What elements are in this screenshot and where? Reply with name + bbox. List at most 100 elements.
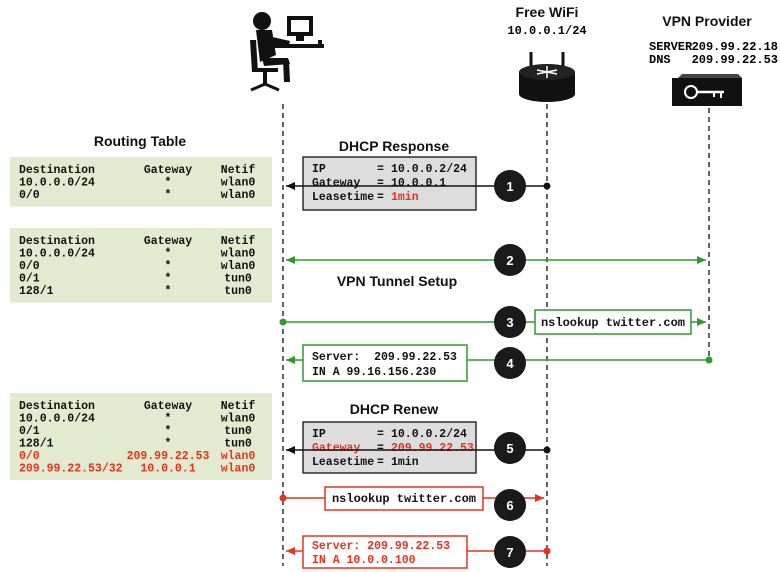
vpn-title: VPN Provider bbox=[662, 13, 752, 29]
step-badge-5: 5 bbox=[494, 432, 526, 464]
routing-table-cell: 209.99.22.53 bbox=[127, 450, 210, 463]
message-reply-vpn-line2: IN A 99.16.156.230 bbox=[312, 366, 436, 379]
dhcp-field-value: 1min bbox=[391, 191, 419, 204]
routing-table-header-cell: Netif bbox=[221, 164, 256, 177]
dhcp-field-value: 1min bbox=[391, 456, 419, 469]
dhcp-field-equals: = bbox=[377, 428, 384, 441]
dhcp-field-value: 209.99.22.53 bbox=[391, 442, 474, 455]
message-nslookup-wifi: nslookup twitter.com bbox=[324, 486, 484, 511]
message-reply-wifi: Server: 209.99.22.53 IN A 10.0.0.100 bbox=[302, 535, 468, 569]
routing-table-background bbox=[10, 393, 272, 480]
routing-table-header-cell: Gateway bbox=[144, 235, 192, 248]
routing-table-cell: 10.0.0.0/24 bbox=[19, 248, 95, 261]
step-2-label: 2 bbox=[506, 253, 513, 268]
step-badge-2: 2 bbox=[494, 244, 526, 276]
step-1-label: 1 bbox=[506, 179, 513, 194]
dhcp-field-value: 10.0.0.2/24 bbox=[391, 163, 467, 176]
wifi-address: 10.0.0.1/24 bbox=[507, 24, 586, 38]
dhcp-field-key: Gateway bbox=[312, 177, 360, 190]
vpn-server-label: SERVER bbox=[649, 40, 693, 54]
vpn-dns-label: DNS bbox=[649, 53, 671, 67]
dhcp-field-key: IP bbox=[312, 428, 326, 441]
routing-table-row: 10.0.0.0/24*wlan0 bbox=[19, 413, 255, 426]
routing-table-cell: wlan0 bbox=[221, 260, 256, 273]
routing-table-cell: wlan0 bbox=[221, 248, 256, 261]
step-6-label: 6 bbox=[506, 498, 513, 513]
routing-table-cell: tun0 bbox=[224, 285, 252, 298]
arrow-nslookup-vpn-origin bbox=[279, 318, 287, 326]
routing-table-cell: 128/1 bbox=[19, 285, 54, 298]
routing-table-cell: 0/1 bbox=[19, 425, 40, 438]
routing-table-cell: wlan0 bbox=[221, 450, 256, 463]
dhcp-field-key: Leasetime bbox=[312, 191, 374, 204]
routing-table-header-cell: Destination bbox=[19, 164, 95, 177]
step-5-label: 5 bbox=[506, 441, 513, 456]
message-reply-vpn: Server: 209.99.22.53 IN A 99.16.156.230 bbox=[302, 344, 468, 382]
dhcp-field-equals: = bbox=[377, 191, 384, 204]
routing-table-header-cell: Gateway bbox=[144, 164, 192, 177]
routing-table-cell: wlan0 bbox=[221, 463, 256, 476]
user-at-computer-icon bbox=[250, 12, 324, 92]
message-reply-wifi-line1: Server: 209.99.22.53 bbox=[312, 540, 450, 553]
routing-table-header-cell: Gateway bbox=[144, 400, 192, 413]
dhcp-field-value: 10.0.0.1 bbox=[391, 177, 446, 190]
message-nslookup-vpn-text: nslookup twitter.com bbox=[541, 316, 685, 330]
routing-table-cell: * bbox=[165, 438, 172, 451]
routing-table-row: 0/1*tun0 bbox=[19, 425, 252, 438]
step-3-label: 3 bbox=[506, 315, 513, 330]
arrow-dhcp-renew-origin bbox=[543, 446, 551, 454]
routing-table-cell: 128/1 bbox=[19, 438, 54, 451]
routing-table-cell: tun0 bbox=[224, 425, 252, 438]
routing-table-cell: * bbox=[165, 285, 172, 298]
routing-table-cell: 10.0.0.0/24 bbox=[19, 413, 95, 426]
step-badge-3: 3 bbox=[494, 306, 526, 338]
routing-table-cell: * bbox=[165, 177, 172, 190]
dhcp-field-key: Gateway bbox=[312, 442, 360, 455]
vpn-box-icon bbox=[672, 74, 742, 106]
routing-table-header-cell: Netif bbox=[221, 235, 256, 248]
wifi-title: Free WiFi bbox=[516, 4, 579, 20]
routing-table-row: 0/1*tun0 bbox=[19, 273, 252, 286]
arrow-dhcp-response-origin bbox=[543, 182, 551, 190]
routing-table-background bbox=[10, 228, 272, 303]
routing-table-title: Routing Table bbox=[94, 133, 186, 149]
routing-table-row: 10.0.0.0/24*wlan0 bbox=[19, 248, 255, 261]
router-icon bbox=[519, 52, 575, 102]
message-nslookup-vpn: nslookup twitter.com bbox=[534, 309, 692, 335]
dhcp-field-value: 10.0.0.2/24 bbox=[391, 428, 467, 441]
vpn-dns-ip: 209.99.22.53 bbox=[692, 53, 778, 67]
dhcp-boxes: IP=10.0.0.2/24Gateway=10.0.0.1Leasetime=… bbox=[302, 156, 477, 474]
routing-table-header-cell: Destination bbox=[19, 235, 95, 248]
routing-table-cell: wlan0 bbox=[221, 413, 256, 426]
routing-table-row: 0/0 209.99.22.53 wlan0 bbox=[19, 450, 255, 463]
message-reply-wifi-line2: IN A 10.0.0.100 bbox=[312, 554, 416, 567]
step-badge-4: 4 bbox=[494, 347, 526, 379]
step-7-label: 7 bbox=[506, 545, 513, 560]
vpn-tunnel-setup-title: VPN Tunnel Setup bbox=[337, 273, 457, 289]
routing-table-background bbox=[10, 157, 272, 207]
dhcp-field-equals: = bbox=[377, 442, 384, 455]
routing-table-cell: wlan0 bbox=[221, 177, 256, 190]
routing-table-row: 128/1 * tun0 bbox=[19, 285, 252, 298]
routing-table-cell: * bbox=[165, 189, 172, 202]
arrow-reply-wifi-origin bbox=[543, 547, 551, 555]
dhcp-response-title: DHCP Response bbox=[339, 138, 449, 154]
routing-table-cell: 10.0.0.1 bbox=[140, 463, 195, 476]
step-badge-1: 1 bbox=[494, 170, 526, 202]
routing-table-cell: 0/0 bbox=[19, 189, 40, 202]
routing-table-cell: tun0 bbox=[224, 438, 252, 451]
dhcp-response-box: IP=10.0.0.2/24Gateway=10.0.0.1Leasetime=… bbox=[302, 156, 477, 211]
dhcp-field-equals: = bbox=[377, 456, 384, 469]
dhcp-field-key: IP bbox=[312, 163, 326, 176]
routing-table-header-cell: Destination bbox=[19, 400, 95, 413]
routing-table-cell: wlan0 bbox=[221, 189, 256, 202]
routing-table-cell: 0/0 bbox=[19, 450, 40, 463]
routing-table-row: 10.0.0.0/24*wlan0 bbox=[19, 177, 255, 190]
step-badge-6: 6 bbox=[494, 489, 526, 521]
routing-table-row: 0/0*wlan0 bbox=[19, 260, 255, 273]
routing-table-header-cell: Netif bbox=[221, 400, 256, 413]
dhcp-field-key: Leasetime bbox=[312, 456, 374, 469]
